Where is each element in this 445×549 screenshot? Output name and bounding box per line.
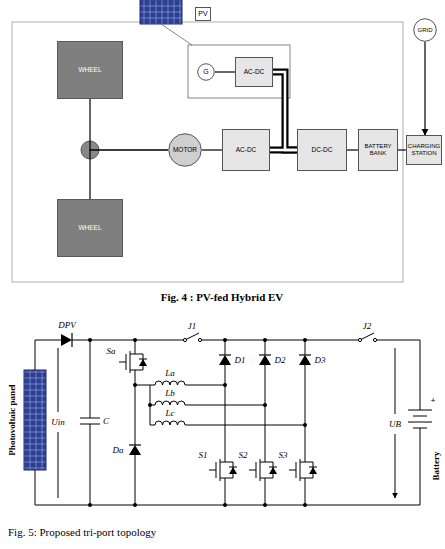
voltage-label: Uin (51, 418, 65, 427)
diode-d1 (219, 355, 231, 365)
inductor-lb (155, 401, 185, 405)
diode-d2 (259, 355, 271, 365)
switch-label: J1 (188, 322, 197, 331)
polarity-mark: + (430, 396, 435, 405)
node-text-group: AC-DC (236, 146, 257, 153)
node-label: WHEEL (78, 224, 101, 231)
power-bus (273, 72, 297, 150)
circle-shape (169, 134, 202, 167)
solar-panel (140, 0, 182, 24)
converter-box: AC-DC (222, 129, 270, 171)
figure-caption: Fig. 4 : PV-fed Hybrid EV (161, 292, 284, 303)
inductor-label: Lb (165, 389, 175, 398)
inductor-lc (155, 421, 185, 425)
double-line-core (273, 72, 297, 150)
connector (215, 71, 235, 72)
node-label: GRID (418, 27, 433, 34)
pv-label-box: PV (195, 7, 210, 21)
switch-label: Sa (107, 347, 116, 356)
mosfet-s1 (209, 459, 237, 481)
diode-label: D1 (235, 356, 246, 365)
node-text-group: WHEEL (78, 66, 101, 73)
mosfet-s3 (289, 459, 317, 481)
switch-label: S1 (199, 451, 208, 460)
node-text-group: MOTOR (173, 146, 197, 153)
dpv-diode (61, 333, 72, 347)
switch-terminals (183, 338, 376, 341)
figure-caption: Fig. 5: Proposed tri-port topology (8, 527, 156, 538)
mosfet-s2 (249, 459, 277, 481)
converter-box: DC-DC (297, 129, 347, 171)
vehicle-frame (12, 22, 403, 282)
mosfet-sa (119, 351, 147, 373)
diode-d3 (299, 355, 311, 365)
circle-shape (198, 64, 215, 81)
node-label: AC-DC (244, 68, 265, 75)
node-label: WHEEL (78, 66, 101, 73)
node-label: G (203, 68, 208, 76)
node-label: PV (198, 10, 207, 18)
pv-panel-symbol (24, 370, 46, 470)
switch-label: S2 (239, 451, 248, 460)
capacitor-label: C (103, 417, 109, 426)
node-label: MOTOR (173, 146, 197, 153)
switch-label: J2 (363, 322, 372, 331)
node-text-group: CHARGING STATION (408, 143, 440, 157)
wheel-box: WHEEL (57, 41, 123, 99)
node-text-group: PV (198, 10, 207, 18)
node-text-group: AC-DC (244, 68, 265, 75)
node-text-group: WHEEL (78, 224, 101, 231)
node-label: BATTERY BANK (364, 143, 391, 157)
node-text-group: DC-DC (312, 146, 333, 153)
switch-label: S3 (279, 451, 288, 460)
motor-circle: MOTOR (168, 133, 202, 167)
node-text-group: G (203, 68, 208, 76)
voltage-label: UB (389, 420, 401, 429)
connector (424, 42, 425, 135)
connector (90, 150, 168, 199)
grid-circle: GRID (413, 18, 437, 42)
inductor-label: La (165, 369, 175, 378)
converter-box: AC-DC (235, 57, 273, 87)
panel-link (161, 24, 192, 45)
panel-label: Photovoltaic panel (8, 384, 17, 455)
connector (347, 149, 358, 150)
node-label: CHARGING STATION (408, 143, 440, 157)
node-text-group: BATTERY BANK (364, 143, 391, 157)
diode-label: D3 (315, 356, 326, 365)
component-label: DPV (58, 321, 76, 330)
circle-shape (414, 19, 437, 42)
generator-circle: G (197, 63, 215, 81)
node-text-group: GRID (418, 27, 433, 34)
inductor-la (155, 381, 185, 385)
diode-da (129, 445, 141, 455)
diode-label: D2 (275, 356, 286, 365)
power-bus (270, 147, 297, 154)
diode-label: Da (113, 446, 124, 455)
node-label: DC-DC (312, 146, 333, 153)
battery-box: BATTERY BANK (358, 129, 398, 171)
junction-dots (88, 338, 307, 507)
node-label: AC-DC (236, 146, 257, 153)
battery-label: Battery (432, 452, 441, 481)
charging-station-box: CHARGING STATION (406, 135, 442, 165)
wheel-box: WHEEL (57, 199, 123, 257)
inductor-label: Lc (166, 409, 175, 418)
circuit-wires (35, 333, 432, 505)
connector (398, 149, 406, 150)
connector (90, 99, 168, 150)
double-line-core (270, 149, 297, 152)
connector (202, 149, 222, 150)
